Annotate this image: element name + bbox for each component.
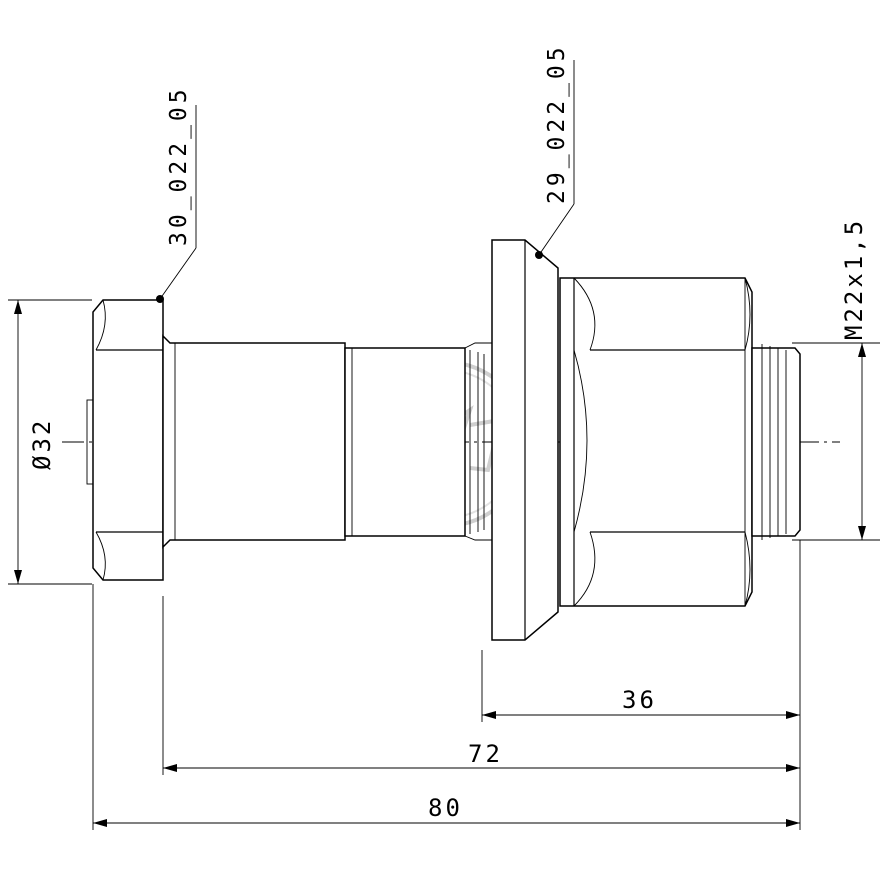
bolt-part [86, 299, 493, 581]
extension-lines [92, 540, 801, 830]
thread-dimension [792, 342, 880, 541]
part-label-nut: 29_022_05 [544, 43, 570, 204]
dimension-72-label: 72 [468, 740, 503, 768]
thread-label: M22x1,5 [840, 218, 868, 340]
dimension-36-label: 36 [622, 686, 657, 714]
leader-nut [535, 60, 575, 259]
leader-bolt [156, 105, 197, 303]
diameter-dimension [8, 299, 92, 585]
nut-part [491, 239, 801, 641]
diameter-label: Ø32 [28, 418, 56, 470]
dimension-80-label: 80 [428, 794, 463, 822]
part-label-bolt: 30_022_05 [166, 85, 192, 246]
